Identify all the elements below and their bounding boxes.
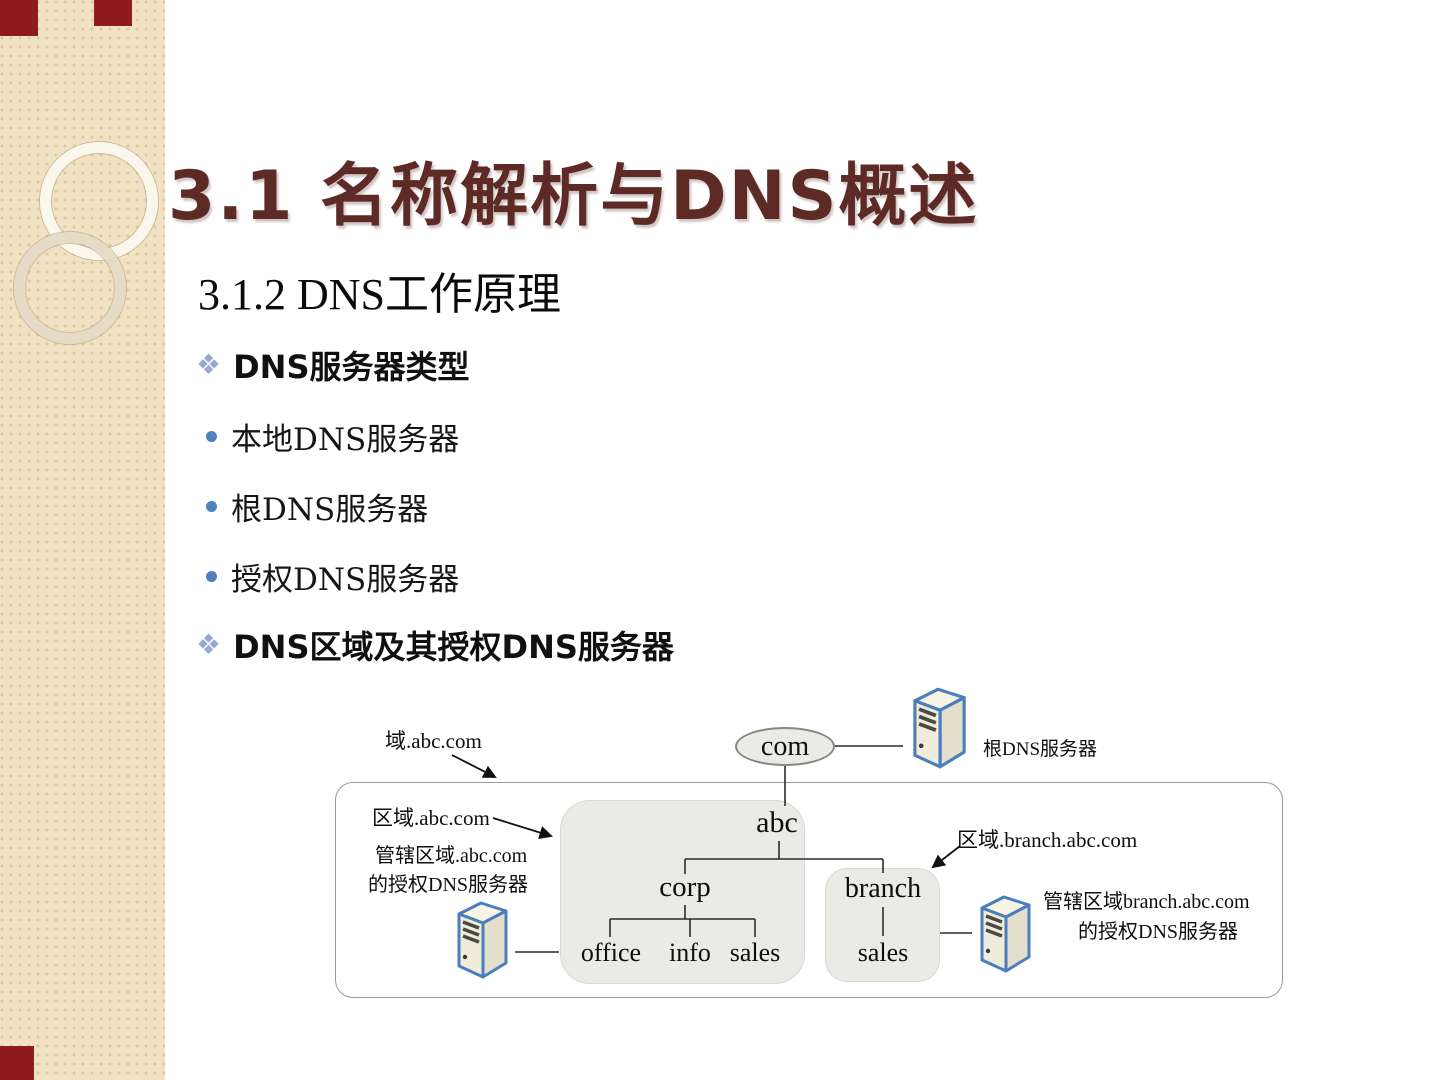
- root-server-label: 根DNS服务器: [983, 739, 1098, 760]
- diamond-bullet-icon: ❖: [196, 349, 222, 380]
- node-corp: corp: [659, 871, 711, 903]
- dns-server-icon: [450, 897, 514, 981]
- dns-server-icon: [973, 891, 1037, 975]
- node-branch: branch: [844, 873, 922, 904]
- bullet-item: ❖ DNS区域及其授权DNS服务器: [196, 622, 674, 668]
- dns-zone-diagram: com abc corp office info sales branch sa…: [330, 675, 1290, 1025]
- dot-bullet-icon: [206, 431, 217, 442]
- bullet-label: 本地DNS服务器: [231, 422, 460, 458]
- diamond-bullet-icon: ❖: [196, 629, 222, 660]
- bullet-label: 根DNS服务器: [231, 492, 429, 528]
- bullet-item: 授权DNS服务器: [196, 554, 459, 599]
- bullet-item: 本地DNS服务器: [196, 414, 459, 459]
- zone-abc-label: 区域.abc.com: [372, 806, 490, 830]
- corner-square-icon: [0, 0, 38, 36]
- slide-title: 3.1 名称解析与DNS概述: [168, 157, 979, 236]
- dot-bullet-icon: [206, 571, 217, 582]
- bullet-label: 授权DNS服务器: [231, 562, 460, 598]
- zone-abc-server-label: 的授权DNS服务器: [368, 874, 529, 896]
- decorative-circle-icon: [14, 232, 126, 344]
- sidebar-decoration: [0, 0, 165, 1080]
- zone-branch-label: 区域.branch.abc.com: [957, 828, 1138, 852]
- bullet-item: ❖ DNS服务器类型: [196, 342, 470, 388]
- domain-label: 域.abc.com: [385, 729, 482, 753]
- node-sales-corp: sales: [729, 938, 781, 967]
- corner-square-icon: [0, 1046, 34, 1080]
- node-info: info: [669, 938, 711, 967]
- corner-square-icon: [94, 0, 132, 26]
- node-com: com: [735, 727, 835, 766]
- zone-abc-server-label: 管辖区域.abc.com: [375, 845, 528, 867]
- bullet-label: DNS服务器类型: [233, 348, 470, 386]
- dns-server-icon: [905, 683, 973, 771]
- zone-branch-server-label: 的授权DNS服务器: [1078, 921, 1239, 943]
- bullet-label: DNS区域及其授权DNS服务器: [233, 628, 674, 666]
- node-office: office: [580, 938, 642, 967]
- node-sales-branch: sales: [857, 938, 909, 967]
- zone-branch-server-label: 管辖区域branch.abc.com: [1043, 891, 1250, 913]
- slide-subtitle: 3.1.2 DNS工作原理: [198, 270, 562, 319]
- bullet-item: 根DNS服务器: [196, 484, 428, 529]
- zone-abc-region: [560, 800, 805, 984]
- node-abc: abc: [756, 806, 798, 839]
- dot-bullet-icon: [206, 501, 217, 512]
